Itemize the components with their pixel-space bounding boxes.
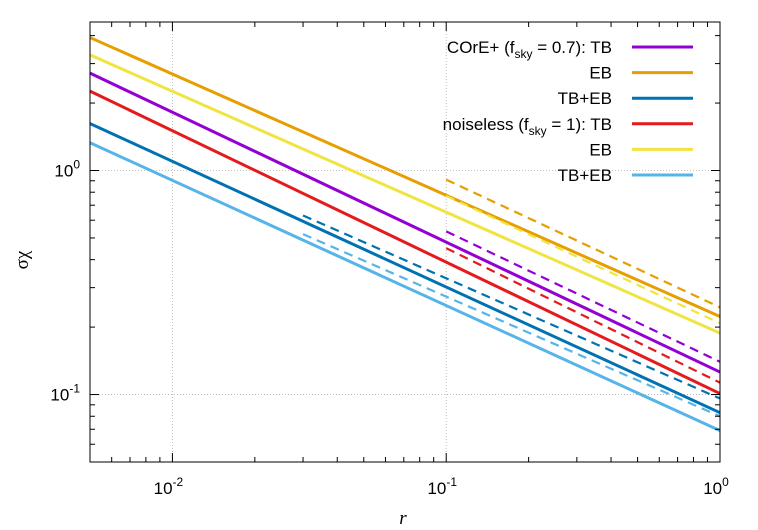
legend-label-text: EB bbox=[589, 140, 612, 159]
y-tick-label-base: 10 bbox=[54, 161, 73, 180]
series-line-core-tb bbox=[89, 71, 721, 374]
y-tick-label-exp: 0 bbox=[73, 157, 80, 171]
y-tick-label-exp: -1 bbox=[69, 382, 80, 396]
legend-label-text: noiseless (f bbox=[443, 115, 529, 134]
y-axis-label: σχ bbox=[12, 250, 33, 269]
legend-label-sub: sky bbox=[514, 47, 532, 61]
legend-label-text: TB+EB bbox=[558, 166, 612, 185]
legend-label: EB bbox=[589, 140, 612, 159]
series-layer bbox=[89, 36, 721, 433]
series-line-nl-tb bbox=[89, 89, 721, 395]
series-dashed-core-eb bbox=[445, 178, 721, 309]
series-line-core-tbeb bbox=[89, 122, 721, 415]
y-tick-label: 100 bbox=[54, 157, 80, 180]
y-tick-label-base: 10 bbox=[50, 386, 69, 405]
x-tick-label-exp: 0 bbox=[722, 475, 729, 489]
x-tick-label-base: 10 bbox=[154, 479, 173, 498]
legend-label-sub: sky bbox=[529, 124, 547, 138]
series-line-nl-eb bbox=[89, 53, 721, 335]
x-tick-label-base: 10 bbox=[703, 479, 722, 498]
series-line-nl-tbeb bbox=[89, 141, 721, 433]
plot-frame bbox=[89, 21, 721, 463]
legend-label: noiseless (fsky = 1): TB bbox=[443, 115, 612, 138]
series-dashed-core-tb bbox=[445, 230, 721, 363]
x-axis-label: r bbox=[399, 508, 407, 529]
legend-label-rest: = 0.7): TB bbox=[532, 38, 612, 57]
x-tick-label-exp: -2 bbox=[173, 475, 184, 489]
y-tick-label: 10-1 bbox=[50, 382, 80, 405]
legend-label: TB+EB bbox=[558, 89, 612, 108]
legend-label: TB+EB bbox=[558, 166, 612, 185]
series-line-core-eb bbox=[89, 36, 721, 318]
ticks bbox=[89, 22, 721, 463]
x-tick-label: 100 bbox=[703, 475, 729, 498]
x-tick-label-exp: -1 bbox=[446, 475, 457, 489]
x-tick-label: 10-1 bbox=[427, 475, 457, 498]
x-tick-label: 10-2 bbox=[154, 475, 184, 498]
legend-label: COrE+ (fsky = 0.7): TB bbox=[447, 38, 612, 61]
series-dashed-nl-tbeb bbox=[302, 233, 721, 418]
legend-label-rest: = 1): TB bbox=[547, 115, 612, 134]
series-dashed-core-tbeb bbox=[302, 214, 721, 400]
legend-label-text: TB+EB bbox=[558, 89, 612, 108]
legend-label-text: EB bbox=[589, 64, 612, 83]
series-dashed-nl-tb bbox=[445, 247, 721, 384]
legend-label: EB bbox=[589, 64, 612, 83]
x-tick-label-base: 10 bbox=[427, 479, 446, 498]
legend-label-text: COrE+ (f bbox=[447, 38, 515, 57]
series-dashed-nl-eb bbox=[445, 194, 721, 325]
